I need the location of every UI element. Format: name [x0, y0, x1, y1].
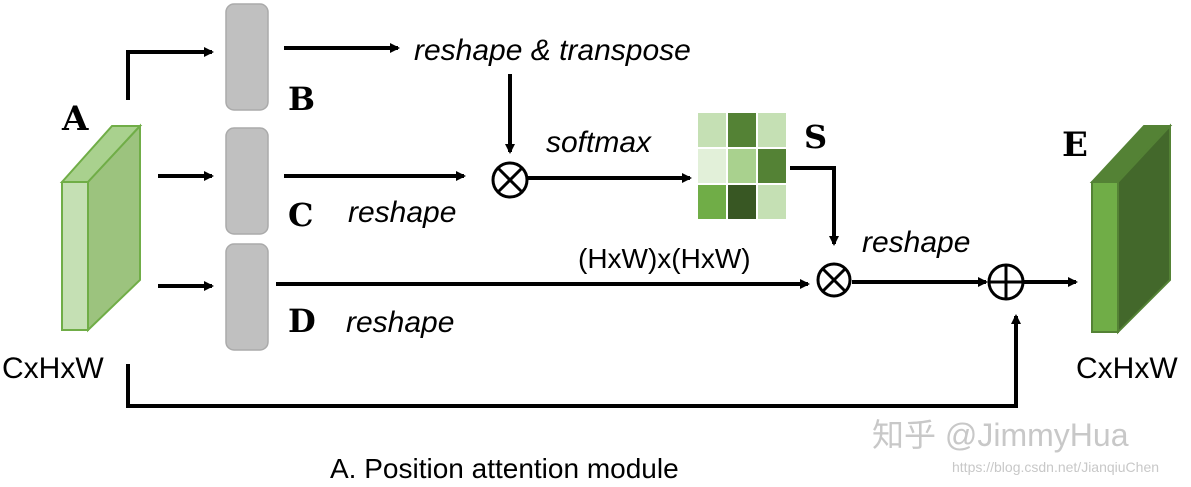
conv-block-c	[225, 127, 269, 235]
op-reshape-s: reshape	[862, 226, 970, 259]
residual-arrow	[126, 314, 1021, 408]
input-dims-label: CxHxW	[2, 352, 104, 385]
add-op	[987, 263, 1025, 301]
label-a: A	[61, 99, 89, 139]
attention-cell-r0-c1	[726, 111, 758, 149]
label-d: D	[288, 302, 316, 340]
watermark-zhihu: 知乎 @JimmyHua	[872, 417, 1129, 453]
matmul-op-1	[491, 161, 529, 199]
attention-dims-label: (HxW)x(HxW)	[578, 243, 751, 274]
attention-cell-r0-c2	[756, 111, 788, 149]
op-reshape-c: reshape	[348, 196, 456, 229]
feature-map-a	[59, 123, 143, 333]
arrow-a-to-b	[126, 47, 214, 100]
attention-cell-r1-c2	[756, 147, 788, 185]
feature-map-e	[1089, 123, 1173, 335]
attention-cell-r2-c1	[726, 183, 758, 221]
op-reshape-transpose: reshape & transpose	[414, 34, 691, 67]
attention-map-s	[696, 111, 788, 221]
label-e: E	[1062, 125, 1088, 165]
output-dims-label: CxHxW	[1076, 352, 1178, 385]
label-b: B	[288, 80, 315, 118]
op-reshape-d: reshape	[346, 306, 454, 339]
watermark-csdn: https://blog.csdn.net/JianqiuChen	[952, 459, 1159, 475]
conv-block-d	[225, 243, 269, 351]
attention-cell-r1-c0	[696, 147, 728, 185]
figure-caption: A. Position attention module	[330, 453, 679, 484]
label-s: S	[804, 118, 827, 156]
label-c: C	[288, 196, 313, 234]
conv-block-b	[225, 3, 269, 111]
attention-cell-r2-c2	[756, 183, 788, 221]
arrow-s-to-mult	[790, 166, 839, 246]
attention-cell-r1-c1	[726, 147, 758, 185]
attention-cell-r0-c0	[696, 111, 728, 149]
op-softmax: softmax	[546, 126, 652, 159]
matmul-op-2	[816, 262, 852, 298]
attention-cell-r2-c0	[696, 183, 728, 221]
